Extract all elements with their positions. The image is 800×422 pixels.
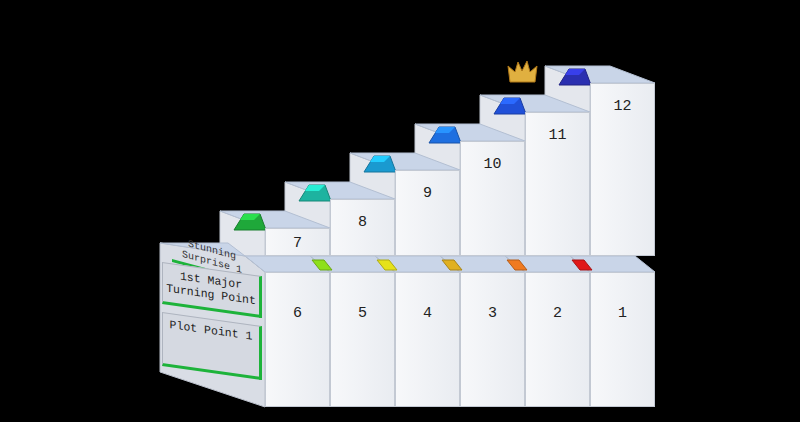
step-block: 9 xyxy=(395,170,460,256)
step-number: 8 xyxy=(331,214,394,231)
marker-highlight xyxy=(435,127,455,133)
step-number: 10 xyxy=(461,156,524,173)
step-block: 10 xyxy=(460,141,525,256)
marker-highlight xyxy=(500,98,520,104)
step-block: 6 xyxy=(265,272,330,407)
step-block: 4 xyxy=(395,272,460,407)
step-number: 2 xyxy=(526,305,589,322)
step-number: 1 xyxy=(591,305,654,322)
marker-highlight xyxy=(305,185,325,191)
marker xyxy=(364,156,396,172)
step-block: 11 xyxy=(525,112,590,256)
step-number: 4 xyxy=(396,305,459,322)
marker xyxy=(572,260,592,270)
crown-icon xyxy=(508,61,537,82)
marker xyxy=(312,260,332,270)
marker xyxy=(299,185,331,201)
step-block: 1 xyxy=(590,272,655,407)
marker-highlight xyxy=(565,69,585,75)
marker xyxy=(234,214,266,230)
step-number: 9 xyxy=(396,185,459,202)
step-block: 2 xyxy=(525,272,590,407)
step-block: 5 xyxy=(330,272,395,407)
step-number: 12 xyxy=(591,98,654,115)
step-number: 5 xyxy=(331,305,394,322)
step-block: 12 xyxy=(590,83,655,256)
step-block: 8 xyxy=(330,199,395,256)
marker xyxy=(377,260,397,270)
step-block: 3 xyxy=(460,272,525,407)
marker-highlight xyxy=(240,214,260,220)
step-number: 6 xyxy=(266,305,329,322)
marker xyxy=(507,260,527,270)
step-number: 7 xyxy=(266,235,329,252)
step-number: 11 xyxy=(526,127,589,144)
step-block: 7 xyxy=(265,228,330,256)
marker xyxy=(429,127,461,143)
marker xyxy=(494,98,526,114)
plot-label: 1st Major Turning Point xyxy=(166,268,256,309)
block-top-face xyxy=(570,256,655,272)
step-number: 3 xyxy=(461,305,524,322)
marker xyxy=(442,260,462,270)
marker-highlight xyxy=(370,156,390,162)
marker xyxy=(559,69,591,85)
